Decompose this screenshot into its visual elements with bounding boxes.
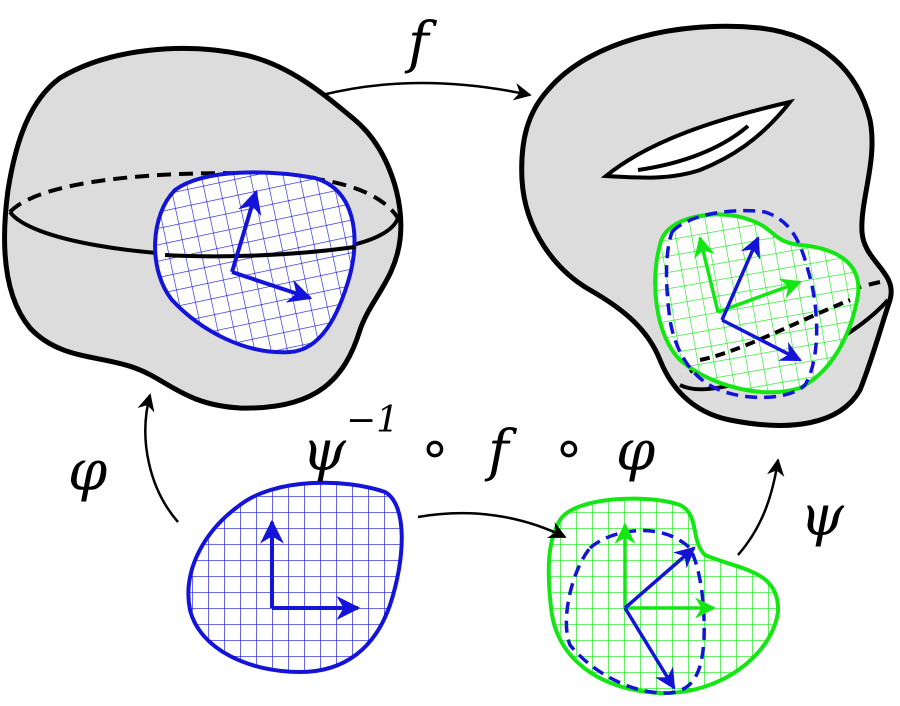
torus-blue-vector-down [721, 318, 802, 362]
torus-pulled-chart-outline [664, 208, 819, 400]
torus-hole-lower-lip [637, 124, 750, 172]
domain-blue-vector-up [623, 546, 696, 610]
parameter-domain-right [546, 496, 781, 696]
sphere-basis-vector-up [230, 189, 262, 273]
label-transition-map: ψ −1 ∘ f ∘ φ [302, 400, 655, 484]
sphere-chart-patch [153, 170, 357, 355]
torus-green-vector-up [694, 235, 720, 313]
label-f: f [404, 11, 438, 76]
map-arrow-psi [737, 458, 785, 556]
torus-blue-vector-up [720, 236, 761, 321]
label-transition-exponent: −1 [346, 400, 399, 441]
label-transition-phi: φ [616, 419, 655, 484]
label-psi: ψ [800, 484, 845, 549]
label-transition-f: f [484, 419, 518, 484]
map-arrow-f [321, 81, 532, 101]
sphere-basis-vector-right [231, 270, 313, 303]
torus-hole [600, 98, 796, 180]
label-transition-circ-1: ∘ [418, 416, 452, 479]
label-phi: φ [68, 439, 107, 504]
sphere-equator-over-patch [164, 245, 356, 259]
torus-green-vector-right [717, 278, 802, 314]
map-arrow-transition [417, 511, 567, 539]
map-arrow-phi [137, 393, 179, 523]
parameter-domain-left [186, 480, 404, 675]
domain-blue-vector-down [623, 607, 676, 690]
label-transition-circ-2: ∘ [552, 416, 586, 479]
transition-image-outline [564, 528, 706, 695]
label-transition-psi: ψ [302, 419, 347, 484]
